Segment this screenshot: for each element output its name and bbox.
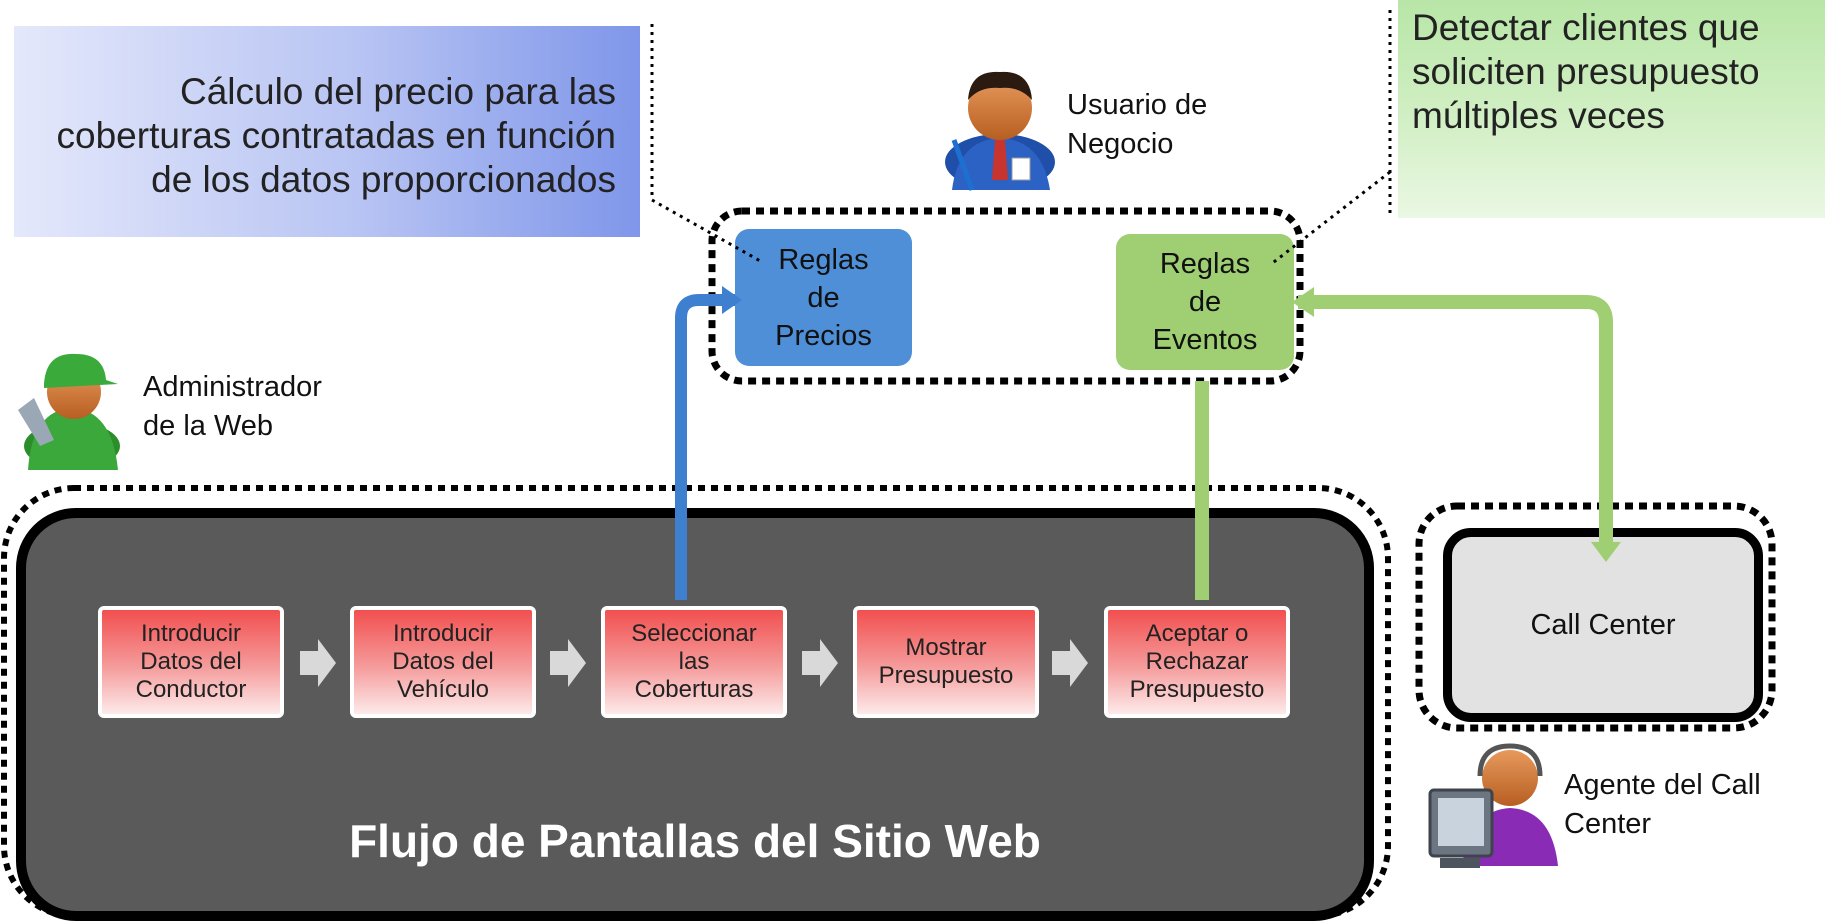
step-arrow-4 bbox=[1052, 639, 1088, 687]
events-callout-text: Detectar clientes que soliciten presupue… bbox=[1412, 7, 1760, 136]
pricing-callout: Cálculo del precio para las coberturas c… bbox=[14, 26, 640, 237]
call-center-connector-arrowhead-down bbox=[1591, 542, 1621, 562]
call-center-connector bbox=[1298, 295, 1613, 548]
events-callout-pointer bbox=[1269, 170, 1391, 267]
web-admin-label: Administrador de la Web bbox=[143, 371, 322, 442]
call-center-agent-avatar bbox=[1428, 743, 1558, 868]
website-flow-outer-frame bbox=[1, 485, 1391, 919]
call-center-box: Call Center bbox=[1443, 528, 1763, 722]
pricing-callout-text: Cálculo del precio para las coberturas c… bbox=[56, 71, 616, 200]
step-arrows bbox=[300, 639, 1088, 687]
flow-step-driver-data: Introducir Datos del Conductor bbox=[98, 606, 284, 718]
event-rules-label: Reglas de Eventos bbox=[1152, 248, 1258, 356]
call-center-agent-label: Agente del Call Center bbox=[1564, 769, 1761, 840]
flow-step-select-coverages: Seleccionar las Coberturas bbox=[601, 606, 787, 718]
step-arrow-1 bbox=[300, 639, 336, 687]
call-center-outer-frame bbox=[1415, 502, 1776, 732]
pricing-connector bbox=[675, 294, 735, 600]
flow-step-accept-reject-quote: Aceptar o Rechazar Presupuesto bbox=[1104, 606, 1290, 718]
call-center-label: Call Center bbox=[1530, 608, 1676, 641]
web-admin-avatar bbox=[18, 353, 120, 470]
step-arrow-3 bbox=[802, 639, 838, 687]
event-rules-box: Reglas de Eventos bbox=[1116, 234, 1294, 370]
pricing-callout-pointer bbox=[651, 198, 763, 264]
events-callout: Detectar clientes que soliciten presupue… bbox=[1398, 0, 1825, 218]
call-center-connector-arrowhead-left bbox=[1292, 287, 1314, 317]
flow-step-show-quote: Mostrar Presupuesto bbox=[853, 606, 1039, 718]
business-user-label: Usuario de Negocio bbox=[1067, 89, 1208, 160]
rules-group-frame bbox=[708, 207, 1304, 385]
step-arrow-2 bbox=[550, 639, 586, 687]
flow-step-vehicle-data: Introducir Datos del Vehículo bbox=[350, 606, 536, 718]
pricing-connector-arrowhead bbox=[722, 286, 742, 314]
business-user-avatar bbox=[945, 71, 1055, 191]
pricing-rules-label: Reglas de Precios bbox=[775, 243, 872, 352]
pricing-rules-box: Reglas de Precios bbox=[735, 229, 912, 366]
flow-title: Flujo de Pantallas del Sitio Web bbox=[349, 815, 1041, 867]
